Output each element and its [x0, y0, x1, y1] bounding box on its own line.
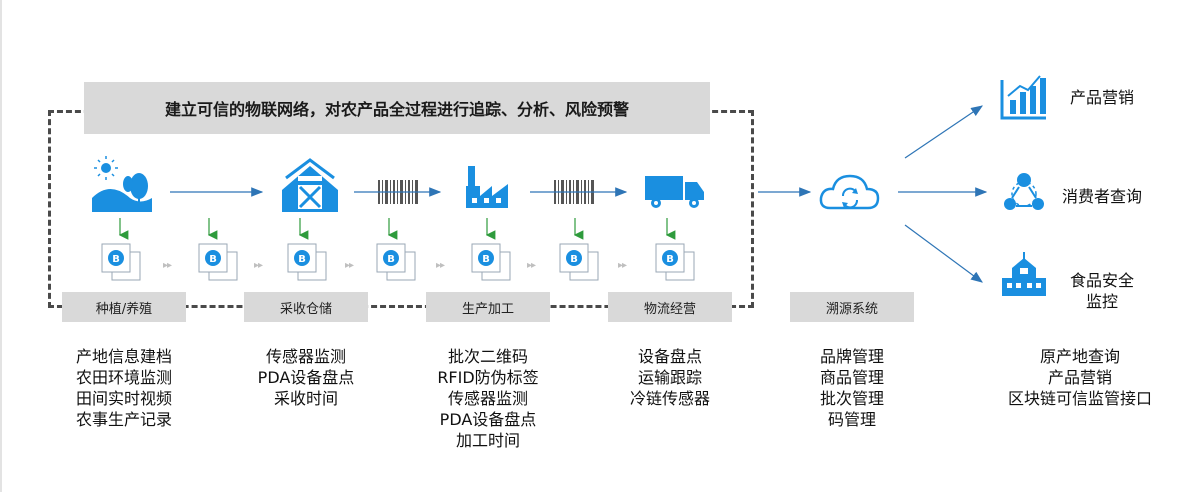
stage-items-logistics: 设备盘点 运输跟踪 冷链传感器 [608, 346, 732, 409]
stage-item: PDA设备盘点 [439, 410, 537, 429]
people-network-icon [1004, 173, 1044, 210]
stage-item: 设备盘点 [637, 347, 702, 366]
blockchain-node-icon: B [655, 243, 695, 281]
stage-item: 传感器监测 [265, 347, 346, 366]
blockchain-node-icon: B [559, 243, 599, 281]
output-label-marketing: 产品营销 [1070, 88, 1135, 107]
output-label-consumer-query: 消费者查询 [1062, 187, 1143, 206]
stage-label-planting: 种植/养殖 [62, 292, 186, 322]
output-label-line: 监控 [1086, 292, 1119, 311]
stage-items-traceability: 品牌管理 商品管理 批次管理 码管理 [790, 346, 914, 430]
blockchain-node-icon: B [287, 243, 327, 281]
down-arrows [118, 218, 676, 240]
landscape-sun-icon [92, 156, 152, 212]
flow-dots: ▸▸ [345, 260, 354, 271]
output-item: 区块链可信监管接口 [1007, 389, 1152, 408]
building-icon [1002, 252, 1046, 296]
flow-dots: ▸▸ [163, 260, 172, 271]
bar-chart-icon [1000, 75, 1046, 120]
stage-item: 农田环境监测 [75, 368, 172, 387]
stage-item: 冷链传感器 [629, 389, 710, 408]
stage-item: 传感器监测 [447, 389, 528, 408]
output-items: 原产地查询 产品营销 区块链可信监管接口 [990, 346, 1170, 409]
stage-items-harvest: 传感器监测 PDA设备盘点 采收时间 [244, 346, 368, 409]
svg-text:B: B [570, 254, 578, 265]
stage-item: 加工时间 [455, 431, 520, 450]
left-border [0, 0, 2, 492]
stage-item: PDA设备盘点 [257, 368, 355, 387]
stage-item: 产地信息建档 [75, 347, 172, 366]
output-label-food-safety: 食品安全 监控 [1070, 270, 1134, 312]
stage-items-planting: 产地信息建档 农田环境监测 田间实时视频 农事生产记录 [64, 346, 184, 430]
truck-icon [645, 176, 704, 208]
flow-dots: ▸▸ [618, 260, 627, 271]
blockchain-node-icon: B [101, 243, 141, 281]
stage-item: 品牌管理 [819, 347, 884, 366]
flow-dots: ▸▸ [436, 260, 445, 271]
svg-text:B: B [209, 254, 217, 265]
stage-item: 农事生产记录 [75, 410, 172, 429]
cloud-sync-icon [819, 174, 880, 210]
stage-item: 采收时间 [273, 389, 338, 408]
flow-arrows [170, 105, 988, 283]
svg-text:B: B [387, 254, 395, 265]
stage-item: RFID防伪标签 [437, 368, 539, 387]
stage-label-harvest: 采收仓储 [244, 292, 368, 322]
output-item: 原产地查询 [1039, 347, 1120, 366]
stage-item: 商品管理 [819, 368, 884, 387]
svg-text:B: B [482, 254, 490, 265]
banner-title: 建立可信的物联网络，对农产品全过程进行追踪、分析、风险预警 [84, 82, 710, 134]
barn-icon [282, 158, 338, 212]
stage-label-traceability: 溯源系统 [790, 292, 914, 322]
svg-text:B: B [666, 254, 674, 265]
output-item: 产品营销 [1047, 368, 1112, 387]
blockchain-node-icon: B [376, 243, 416, 281]
stage-item: 批次二维码 [447, 347, 528, 366]
blockchain-node-icon: B [198, 243, 238, 281]
factory-icon [466, 166, 508, 208]
stage-item: 运输跟踪 [637, 368, 702, 387]
stage-label-processing: 生产加工 [426, 292, 550, 322]
svg-text:B: B [298, 254, 306, 265]
svg-text:B: B [112, 254, 120, 265]
stage-label-logistics: 物流经营 [608, 292, 732, 322]
flow-dots: ▸▸ [254, 260, 263, 271]
stage-item: 批次管理 [819, 389, 884, 408]
stage-item: 码管理 [827, 410, 876, 429]
stage-item: 田间实时视频 [75, 389, 172, 408]
flow-dots: ▸▸ [527, 260, 536, 271]
stage-items-processing: 批次二维码 RFID防伪标签 传感器监测 PDA设备盘点 加工时间 [424, 346, 552, 451]
blockchain-node-icon: B [471, 243, 511, 281]
output-label-line: 食品安全 [1070, 271, 1135, 290]
